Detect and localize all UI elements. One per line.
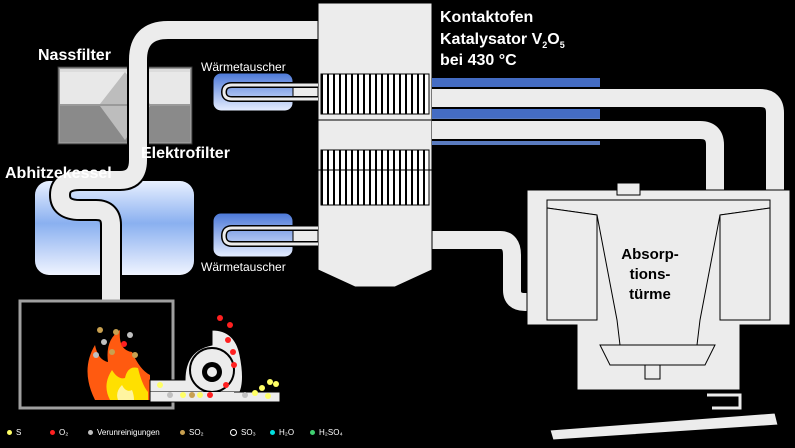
legend-swatch — [7, 430, 12, 436]
legend-item: S — [7, 426, 21, 440]
legend-swatch — [230, 429, 237, 437]
label-temperature: bei 430 °C — [440, 52, 517, 69]
label-kontaktofen: Kontaktofen — [440, 9, 534, 26]
absorptionsturm — [526, 160, 791, 441]
waermetauscher-top — [212, 72, 318, 112]
legend-item: SO₂ — [180, 426, 204, 440]
legend-swatch — [310, 430, 315, 436]
label-elektrofilter: Elektrofilter — [141, 145, 230, 162]
label-nassfilter: Nassfilter — [38, 47, 111, 64]
legend-swatch — [88, 430, 93, 436]
kontaktofen-tower — [317, 2, 433, 288]
legend-item: SO₃ — [230, 426, 256, 440]
filter-unit — [57, 66, 193, 145]
label-abhitzekessel: Abhitzekessel — [5, 165, 112, 182]
legend-swatch — [180, 430, 185, 436]
label-katalysator: Katalysator V2O5 — [440, 31, 565, 51]
legend-item: H₂O — [270, 426, 294, 440]
label-absorptionstuerme: Absorp- tions- türme — [621, 246, 679, 303]
legend-swatch — [50, 430, 55, 436]
legend-item: H₂SO₄ — [310, 426, 343, 440]
blower — [149, 329, 281, 403]
legend-swatch — [270, 430, 275, 436]
legend-item: Verunreinigungen — [88, 426, 160, 440]
label-waermetauscher-top: Wärmetauscher — [201, 60, 286, 74]
waermetauscher-bottom — [212, 212, 318, 258]
label-waermetauscher-bottom: Wärmetauscher — [201, 260, 286, 274]
legend: S O₂ Verunreinigungen SO₂ SO₃ H₂O H₂SO₄ — [0, 426, 400, 442]
legend-item: O₂ — [50, 426, 68, 440]
particles — [93, 315, 279, 399]
flame — [87, 330, 150, 400]
